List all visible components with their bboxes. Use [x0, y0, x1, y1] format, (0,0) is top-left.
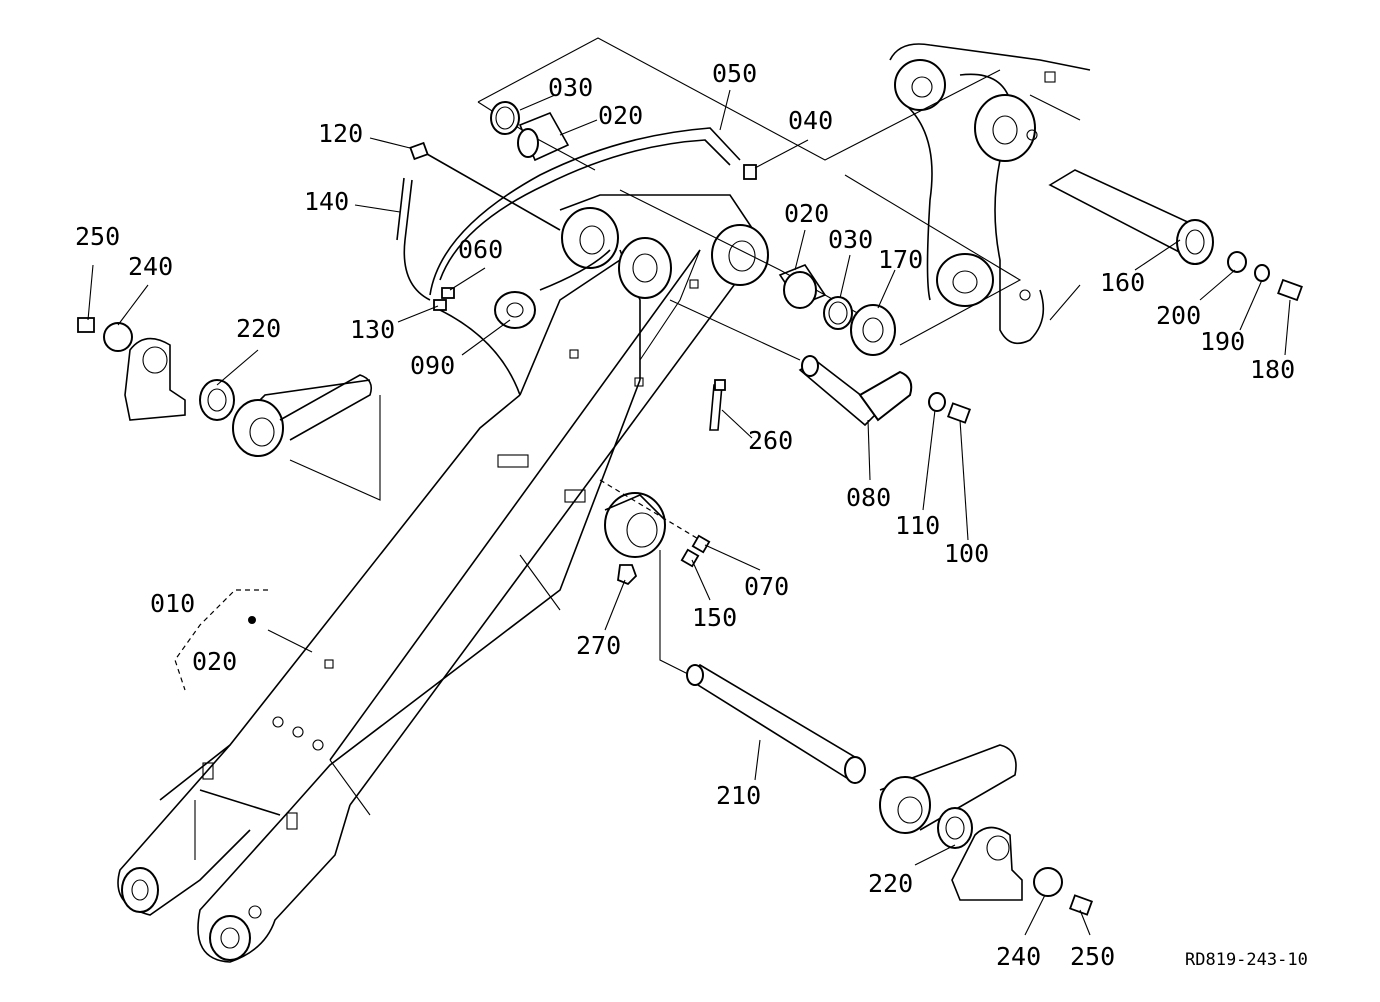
label-250-right: 250	[1070, 942, 1115, 971]
frame-bracket	[889, 43, 1091, 345]
label-030-right: 030	[828, 225, 873, 254]
label-250-left: 250	[75, 222, 120, 251]
label-150: 150	[692, 603, 737, 632]
label-260: 260	[748, 426, 793, 455]
label-240-left: 240	[128, 252, 173, 281]
fittings	[77, 141, 757, 586]
label-130: 130	[350, 315, 395, 344]
label-040: 040	[788, 106, 833, 135]
label-200: 200	[1156, 301, 1201, 330]
label-020-top: 020	[598, 101, 643, 130]
pin-210	[686, 663, 866, 784]
label-220-right: 220	[868, 869, 913, 898]
label-140: 140	[304, 187, 349, 216]
drawing-code: RD819-243-10	[1185, 950, 1308, 970]
bolt-260	[709, 379, 726, 431]
label-090: 090	[410, 351, 455, 380]
part-labels: 030 020 050 040 120 140 060 130 090 250 …	[75, 59, 1308, 971]
label-020-arm: 020	[192, 647, 237, 676]
label-170: 170	[878, 245, 923, 274]
label-070: 070	[744, 572, 789, 601]
cylinder-mount-left	[103, 322, 373, 457]
label-020-right: 020	[784, 199, 829, 228]
label-110: 110	[895, 511, 940, 540]
bushing-top	[490, 101, 570, 162]
label-270: 270	[576, 631, 621, 660]
label-120: 120	[318, 119, 363, 148]
washer-090	[494, 291, 536, 329]
guide-lines	[289, 37, 1081, 681]
leader-lines	[87, 89, 1291, 936]
label-050: 050	[712, 59, 757, 88]
label-100: 100	[944, 539, 989, 568]
pin-080	[798, 355, 972, 427]
label-160: 160	[1100, 268, 1145, 297]
grease-point-010	[174, 589, 268, 691]
label-030-top: 030	[548, 73, 593, 102]
pin-160	[1048, 169, 1303, 302]
label-190: 190	[1200, 327, 1245, 356]
cylinder-mount-right	[879, 744, 1094, 916]
label-240-right: 240	[996, 942, 1041, 971]
label-080: 080	[846, 483, 891, 512]
label-060: 060	[458, 235, 503, 264]
bushing-right	[778, 264, 896, 356]
label-210: 210	[716, 781, 761, 810]
boom-arm	[117, 194, 769, 963]
label-010: 010	[150, 589, 195, 618]
label-220-left: 220	[236, 314, 281, 343]
label-180: 180	[1250, 355, 1295, 384]
hoses	[396, 127, 741, 396]
